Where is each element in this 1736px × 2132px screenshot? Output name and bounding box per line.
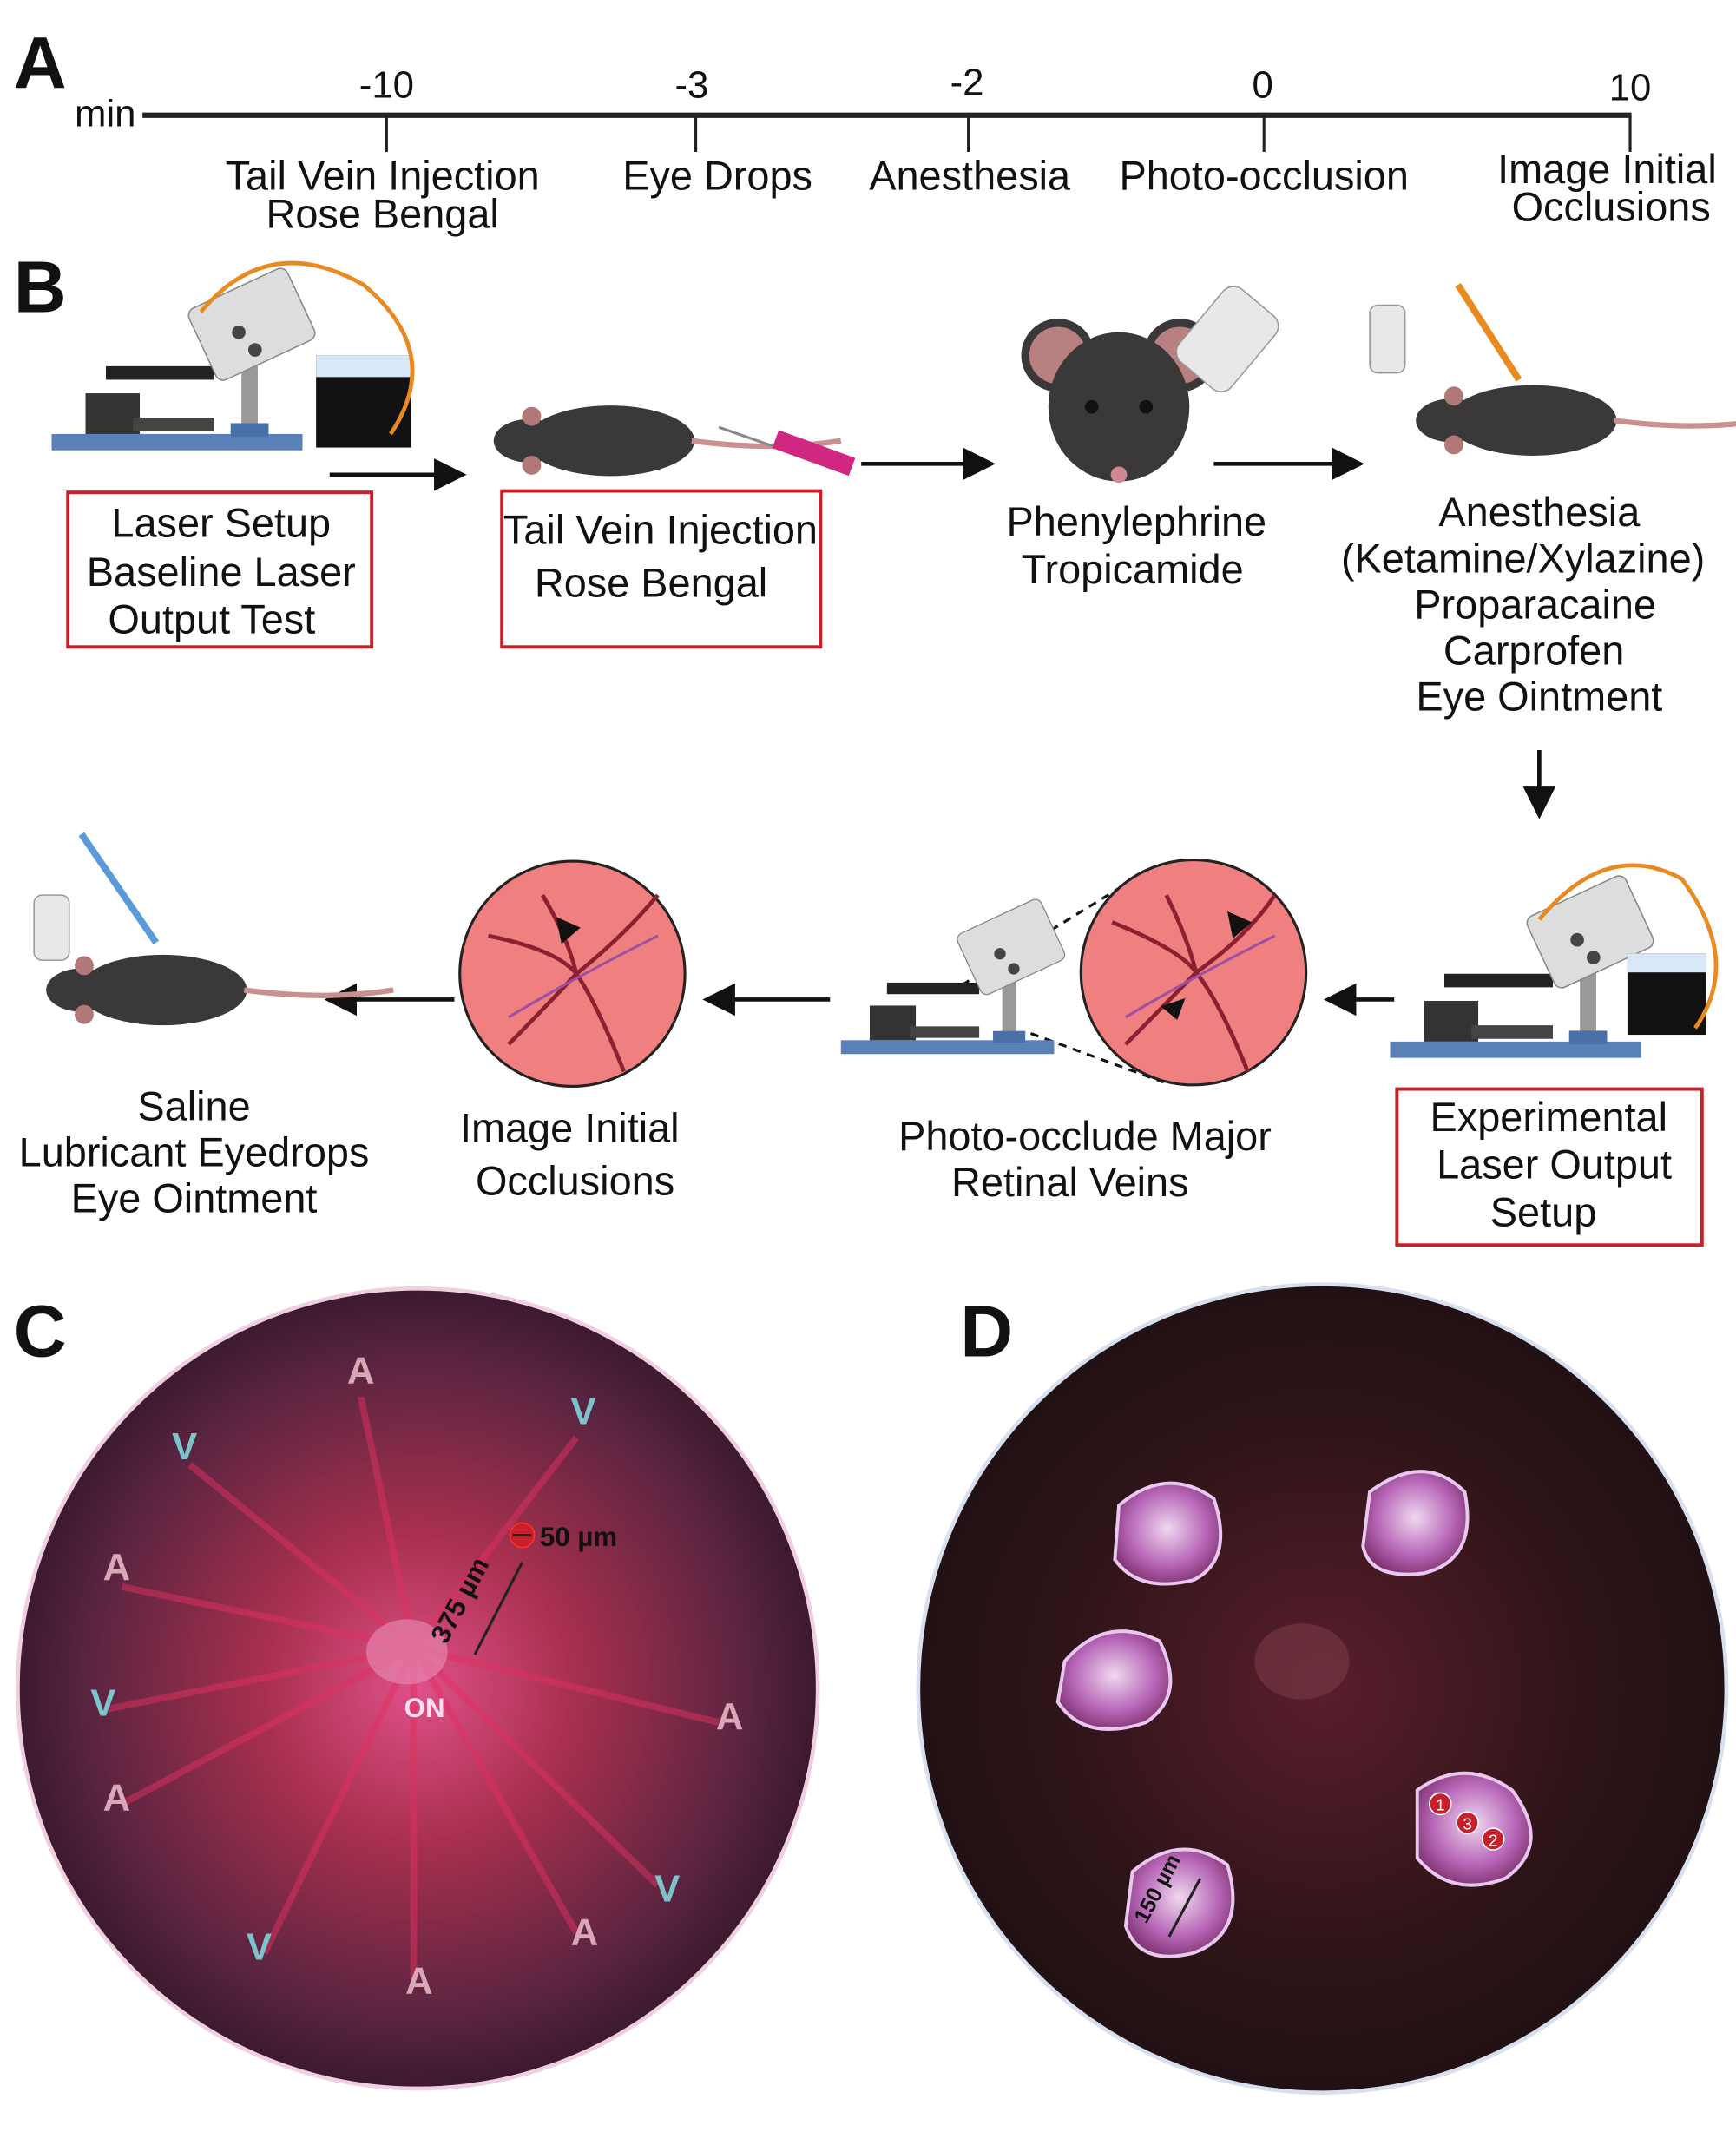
svg-text:A: A	[347, 1350, 375, 1392]
laser-setup-illustration	[50, 260, 415, 451]
timeline-unit: min	[75, 92, 135, 135]
panel-label-d: D	[960, 1290, 1013, 1372]
svg-text:Eye Drops: Eye Drops	[622, 154, 812, 199]
step-box-laser-setup: Laser Setup Baseline Laser Output Test	[66, 490, 374, 649]
timeline-tick: -2 Anesthesia	[869, 61, 1071, 198]
retina-occlusion-illustration	[840, 858, 1308, 1087]
step-text-eyedrops: Tropicamide	[1022, 547, 1244, 592]
step-box-experimental-laser: Experimental Laser Output Setup	[1395, 1087, 1704, 1247]
occlusion-spot	[1055, 1629, 1173, 1731]
svg-text:Laser Output: Laser Output	[1437, 1142, 1672, 1188]
occlusion-spot-scale: 150 µm	[1123, 1847, 1235, 1958]
svg-text:Occlusions: Occlusions	[1512, 185, 1711, 230]
svg-text:A: A	[571, 1911, 599, 1953]
mouse-anesthesia-illustration	[1369, 282, 1736, 456]
svg-text:(Ketamine/Xylazine): (Ketamine/Xylazine)	[1341, 536, 1705, 581]
svg-text:2: 2	[1489, 1831, 1497, 1849]
mouse-injection-illustration	[494, 405, 856, 476]
fundus-image-c	[16, 1286, 820, 2091]
svg-text:0: 0	[1252, 63, 1272, 106]
svg-text:Tail Vein Injection: Tail Vein Injection	[226, 154, 540, 199]
svg-text:Tail Vein Injection: Tail Vein Injection	[503, 507, 818, 552]
timeline-tick: -3 Eye Drops	[622, 63, 812, 198]
svg-text:-3: -3	[674, 63, 708, 106]
laser-spot-scale: 50 µm	[509, 1522, 617, 1552]
svg-text:V: V	[654, 1867, 680, 1910]
svg-text:A: A	[716, 1695, 744, 1738]
svg-text:Carprofen: Carprofen	[1443, 628, 1624, 674]
step-text-image: Occlusions	[476, 1158, 674, 1203]
occlusion-spot-sequence: 1 3 2	[1415, 1771, 1533, 1887]
laser-setup-illustration	[1389, 863, 1719, 1059]
timeline-tick: 0 Photo-occlusion	[1119, 63, 1408, 198]
svg-text:V: V	[90, 1681, 115, 1724]
step-text-photo-occlude: Photo-occlude Major	[898, 1114, 1272, 1159]
timeline-tick: 10 Image Initial Occlusions	[1497, 67, 1717, 230]
step-text-image: Image Initial	[460, 1105, 680, 1150]
svg-text:A: A	[405, 1960, 433, 2003]
svg-text:A: A	[103, 1777, 131, 1819]
occlusion-spot	[1113, 1481, 1223, 1586]
svg-text:Photo-occlusion: Photo-occlusion	[1119, 154, 1408, 199]
svg-text:50 µm: 50 µm	[540, 1522, 617, 1552]
panel-label-a: A	[14, 23, 67, 104]
svg-text:Baseline Laser: Baseline Laser	[87, 549, 356, 595]
svg-text:10: 10	[1609, 67, 1652, 109]
fundus-image-d	[916, 1282, 1729, 2096]
svg-text:V: V	[172, 1425, 197, 1468]
step-text-photo-occlude: Retinal Veins	[951, 1160, 1189, 1205]
panel-label-c: C	[14, 1290, 67, 1372]
svg-text:V: V	[247, 1926, 272, 1969]
svg-text:Lubricant Eyedrops: Lubricant Eyedrops	[19, 1130, 370, 1175]
svg-text:Laser Setup: Laser Setup	[111, 501, 331, 546]
timeline-tick: -10 Tail Vein Injection Rose Bengal	[226, 63, 540, 236]
vessel-label: A V V A V A A V A V A	[90, 1350, 743, 2003]
optic-nerve-label: ON	[404, 1693, 445, 1723]
svg-text:Rose Bengal: Rose Bengal	[266, 191, 499, 236]
step-box-tail-vein: Tail Vein Injection Rose Bengal	[500, 489, 823, 649]
svg-text:Saline: Saline	[137, 1083, 250, 1129]
svg-text:-10: -10	[359, 63, 414, 106]
mouse-recovery-illustration	[33, 832, 393, 1025]
svg-text:Eye Ointment: Eye Ointment	[1416, 674, 1662, 720]
occlusion-spot	[1361, 1470, 1470, 1576]
svg-text:Anesthesia: Anesthesia	[869, 154, 1071, 199]
mouse-eyedrop-illustration	[1021, 286, 1279, 484]
svg-text:1: 1	[1436, 1796, 1444, 1814]
svg-text:Proparacaine: Proparacaine	[1414, 582, 1656, 627]
svg-text:A: A	[103, 1546, 131, 1589]
svg-text:Experimental: Experimental	[1430, 1095, 1667, 1140]
step-text-anesthesia: Anesthesia (Ketamine/Xylazine) Proparaca…	[1341, 490, 1705, 719]
svg-text:-2: -2	[950, 61, 984, 103]
step-text-eyedrops: Phenylephrine	[1007, 499, 1267, 544]
svg-text:Anesthesia: Anesthesia	[1438, 490, 1641, 535]
svg-text:3: 3	[1463, 1815, 1471, 1833]
svg-text:Image Initial: Image Initial	[1497, 147, 1717, 192]
svg-text:V: V	[570, 1390, 595, 1432]
panel-label-b: B	[14, 246, 67, 327]
retina-image-illustration	[458, 859, 687, 1088]
step-text-recovery: Saline Lubricant Eyedrops Eye Ointment	[19, 1083, 370, 1221]
svg-text:Setup: Setup	[1490, 1189, 1596, 1234]
svg-text:Eye Ointment: Eye Ointment	[71, 1176, 318, 1221]
svg-text:Rose Bengal: Rose Bengal	[535, 560, 767, 605]
svg-text:Output Test: Output Test	[108, 597, 315, 642]
